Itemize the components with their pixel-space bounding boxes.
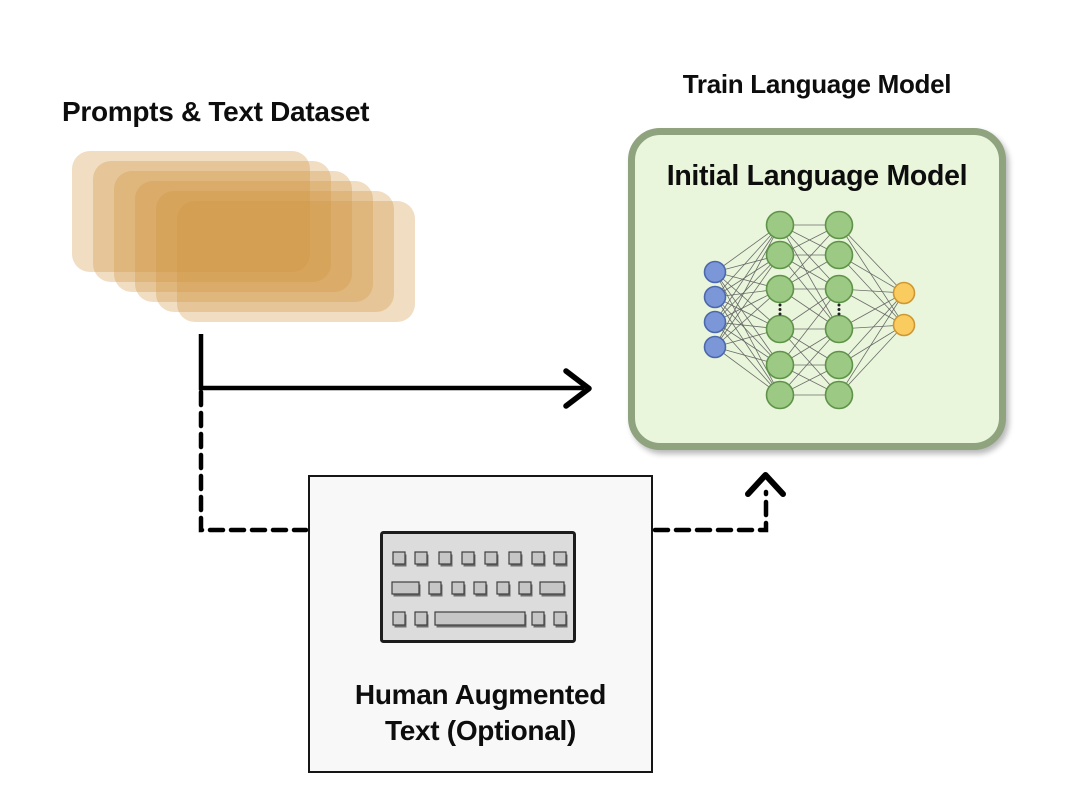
human-augmented-text-box: Human Augmented Text (Optional): [308, 475, 653, 773]
ellipsis-dot: [837, 312, 841, 316]
hidden-1-node: [765, 314, 795, 344]
hidden-2-node: [824, 380, 854, 410]
hidden-1-node: [765, 380, 795, 410]
solid-arrowhead-icon: [563, 368, 592, 409]
dataset-card: [93, 161, 331, 282]
solid-elbow-line: [198, 334, 584, 391]
hidden-2-node: [824, 210, 854, 240]
hidden-1-node: [765, 274, 795, 304]
hidden-1-node: [765, 210, 795, 240]
initial-language-model-label: Initial Language Model: [666, 160, 968, 192]
dataset-card: [114, 171, 352, 292]
up-arrowhead-icon: [745, 472, 786, 497]
input-node: [703, 285, 727, 309]
ellipsis-dot: [778, 303, 782, 307]
initial-language-model-box: Initial Language Model: [628, 128, 1006, 450]
neural-network-icon: [703, 210, 916, 410]
hidden-1-node: [765, 240, 795, 270]
ellipsis-dot: [778, 308, 782, 311]
input-node: [703, 335, 727, 359]
dataset-card: [135, 181, 373, 302]
ellipsis-dot: [837, 303, 841, 307]
keyboard-icon: [380, 531, 576, 643]
input-node: [703, 310, 727, 334]
dashed-elbow-right: [652, 489, 769, 533]
dataset-card: [156, 191, 394, 312]
train-title: Train Language Model: [682, 69, 952, 99]
hidden-2-node: [824, 274, 854, 304]
dataset-card-stack-icon: [72, 151, 417, 326]
output-node: [892, 313, 916, 337]
hidden-2-node: [824, 314, 854, 344]
human-label-line1: Human Augmented: [354, 679, 607, 710]
ellipsis-dot: [778, 312, 782, 316]
hidden-2-node: [824, 240, 854, 270]
human-label-line2: Text (Optional): [385, 714, 576, 746]
input-node: [703, 260, 727, 284]
dataset-title: Prompts & Text Dataset: [62, 96, 370, 127]
hidden-2-node: [824, 350, 854, 380]
human-augmented-text-label: Human Augmented Text (Optional): [310, 677, 651, 748]
ellipsis-dot: [837, 308, 841, 311]
dataset-card: [72, 151, 310, 272]
dataset-card: [177, 201, 415, 322]
dashed-elbow-left: [198, 389, 309, 533]
hidden-1-node: [765, 350, 795, 380]
output-node: [892, 281, 916, 305]
